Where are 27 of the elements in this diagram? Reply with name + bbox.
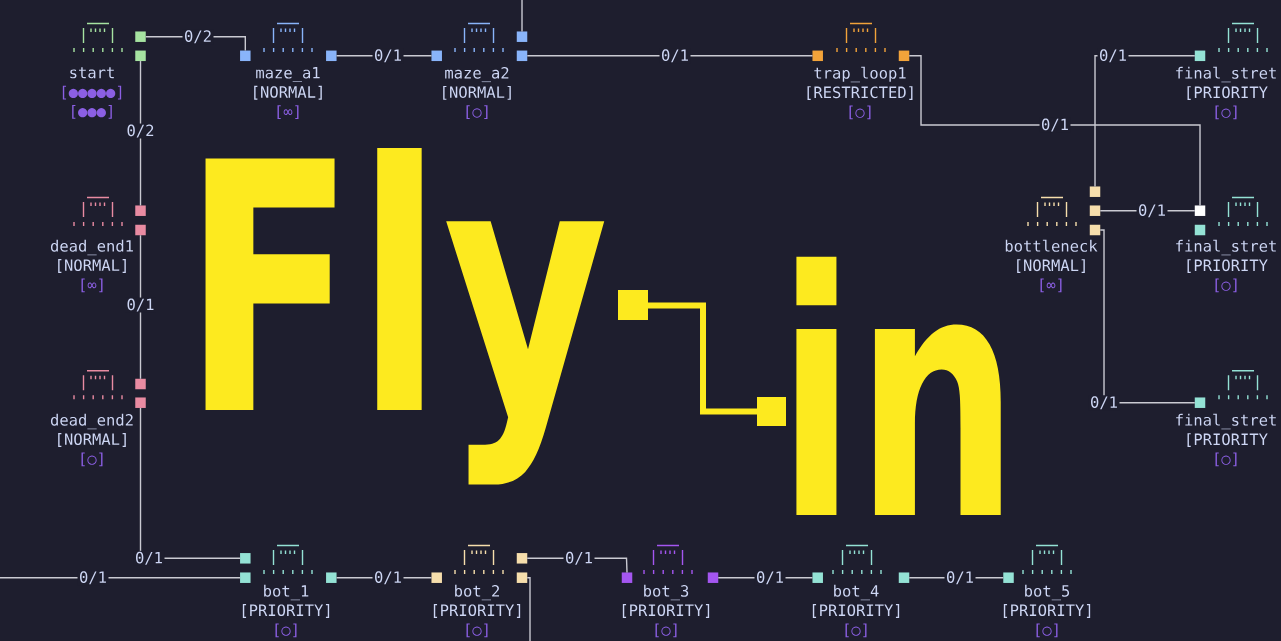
heading: Fly: [205, 147, 605, 485]
node-label: bot_2 [PRIORITY] [○]: [433, 584, 521, 638]
edge-label: 0/1: [754, 570, 786, 586]
node-label: maze_a2 [NORMAL] [○]: [443, 66, 511, 120]
node-label: maze_a1 [NORMAL] [∞]: [254, 67, 322, 119]
node-label: dead_end1 [NORMAL] [∞]: [50, 239, 133, 293]
node-label: bot_5 [PRIORITY] [○]: [1003, 584, 1091, 638]
node-label: bottleneck [NORMAL] [∞]: [1005, 239, 1098, 293]
edge-label: 0/1: [1088, 395, 1120, 411]
node-label: final_stret [PRIORITY [○]: [1176, 413, 1276, 467]
node-label: start [●●●●●] [●●●]: [62, 67, 122, 119]
node-label: bot_3 [PRIORITY] [○]: [622, 584, 710, 638]
node-label: bot_4 [PRIORITY] [○]: [812, 584, 900, 638]
node-label: trap_loop1 [RESTRICTED] [○]: [807, 66, 913, 120]
node-label: dead_end2 [NORMAL] [○]: [50, 413, 133, 467]
edge-label: 0/1: [372, 570, 404, 586]
node-label: final_stret [PRIORITY [○]: [1176, 66, 1276, 120]
edge-label: 0/1: [659, 48, 691, 64]
edge-label: 0/1: [1097, 48, 1129, 64]
heading: in: [796, 256, 1001, 515]
node-label: final_stret [PRIORITY [○]: [1176, 239, 1276, 293]
edge-label: 0/2: [182, 29, 214, 45]
edge-label: 0/1: [944, 570, 976, 586]
node-label: bot_1 [PRIORITY] [○]: [242, 584, 330, 638]
edge-label: 0/1: [77, 570, 109, 586]
edge-label: 0/1: [372, 48, 404, 64]
edge-label: 0/1: [1136, 203, 1168, 219]
